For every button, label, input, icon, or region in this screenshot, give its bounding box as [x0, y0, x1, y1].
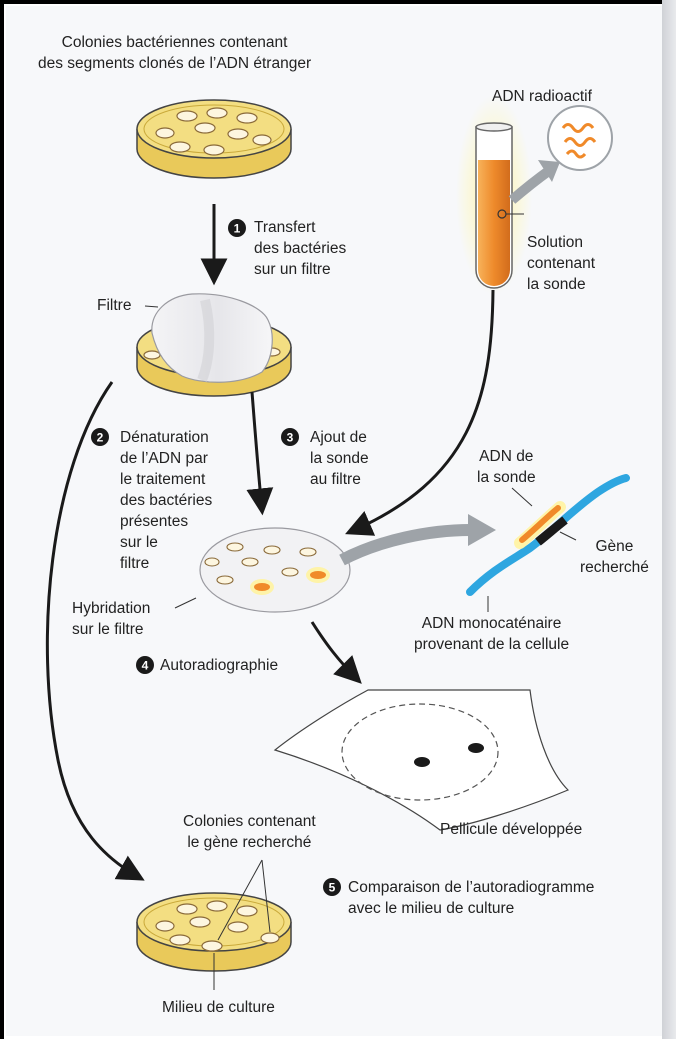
adn-sonde-pointer — [512, 488, 532, 506]
label-gene-line1: Gène — [580, 536, 649, 557]
label-adn-mono: ADN monocaténaire provenant de la cellul… — [414, 613, 569, 655]
label-step4: Autoradiographie — [160, 655, 278, 676]
label-step1-line3: sur un filtre — [254, 259, 346, 280]
label-step3-line1: Ajout de — [310, 427, 369, 448]
label-step2: Dénaturation de l’ADN par le traitement … — [120, 427, 212, 574]
label-top-colonies: Colonies bactériennes contenant des segm… — [38, 32, 311, 74]
label-step2-line7: filtre — [120, 553, 212, 574]
label-adn-radioactif: ADN radioactif — [492, 86, 592, 107]
arrow-zoom-hybrid — [342, 530, 470, 560]
step-number-1: 1 — [228, 219, 246, 237]
label-step5: Comparaison de l’autoradiogramme avec le… — [348, 877, 594, 919]
label-milieu: Milieu de culture — [162, 997, 275, 1018]
label-step3-line2: la sonde — [310, 448, 369, 469]
label-hybridation-line1: Hybridation — [72, 598, 150, 619]
label-gene: Gène recherché — [580, 536, 649, 578]
step-number-5: 5 — [323, 878, 341, 896]
radioactive-dna-bubble — [548, 106, 612, 170]
filter-disk — [200, 528, 350, 612]
svg-text:3: 3 — [287, 431, 294, 445]
label-step2-line4: des bactéries — [120, 490, 212, 511]
label-top-colonies-line1: Colonies bactériennes contenant — [38, 32, 311, 53]
petri-dish-top — [137, 100, 291, 178]
svg-text:4: 4 — [142, 659, 149, 673]
label-solution-line1: Solution — [527, 232, 595, 253]
label-step2-line5: présentes — [120, 511, 212, 532]
filtre-pointer — [145, 306, 158, 307]
label-step2-line1: Dénaturation — [120, 427, 212, 448]
label-top-colonies-line2: des segments clonés de l’ADN étranger — [38, 53, 311, 74]
label-step1-line2: des bactéries — [254, 238, 346, 259]
label-step3-line3: au filtre — [310, 469, 369, 490]
label-solution: Solution contenant la sonde — [527, 232, 595, 295]
label-step2-line2: de l’ADN par — [120, 448, 212, 469]
developed-film — [275, 690, 568, 830]
label-step2-line3: le traitement — [120, 469, 212, 490]
label-adn-sonde: ADN de la sonde — [477, 446, 536, 488]
label-step1: Transfert des bactéries sur un filtre — [254, 217, 346, 280]
label-step2-line6: sur le — [120, 532, 212, 553]
step-number-4: 4 — [136, 656, 154, 674]
label-step3: Ajout de la sonde au filtre — [310, 427, 369, 490]
label-step1-line1: Transfert — [254, 217, 346, 238]
arrow-to-filter — [252, 392, 262, 510]
arrow-add-probe — [350, 290, 493, 532]
svg-text:1: 1 — [234, 222, 241, 236]
hybridation-pointer — [175, 598, 196, 608]
label-step5-line1: Comparaison de l’autoradiogramme — [348, 877, 594, 898]
gene-pointer — [560, 532, 576, 540]
label-colonies-gene: Colonies contenant le gène recherché — [183, 811, 316, 853]
arrow-autoradiography — [312, 622, 358, 680]
svg-text:5: 5 — [329, 881, 336, 895]
label-adn-mono-line1: ADN monocaténaire — [414, 613, 569, 634]
step-number-2: 2 — [91, 428, 109, 446]
label-step5-line2: avec le milieu de culture — [348, 898, 594, 919]
label-colonies-gene-line1: Colonies contenant — [183, 811, 316, 832]
petri-dish-filter — [137, 294, 291, 396]
label-colonies-gene-line2: le gène recherché — [183, 832, 316, 853]
label-pellicule: Pellicule développée — [440, 819, 582, 840]
label-hybridation-line2: sur le filtre — [72, 619, 150, 640]
label-solution-line2: contenant — [527, 253, 595, 274]
label-adn-sonde-line2: la sonde — [477, 467, 536, 488]
label-solution-line3: la sonde — [527, 274, 595, 295]
step-number-3: 3 — [281, 428, 299, 446]
svg-text:2: 2 — [97, 431, 104, 445]
label-hybridation: Hybridation sur le filtre — [72, 598, 150, 640]
label-adn-mono-line2: provenant de la cellule — [414, 634, 569, 655]
label-gene-line2: recherché — [580, 557, 649, 578]
label-adn-sonde-line1: ADN de — [477, 446, 536, 467]
label-filtre: Filtre — [97, 295, 131, 316]
